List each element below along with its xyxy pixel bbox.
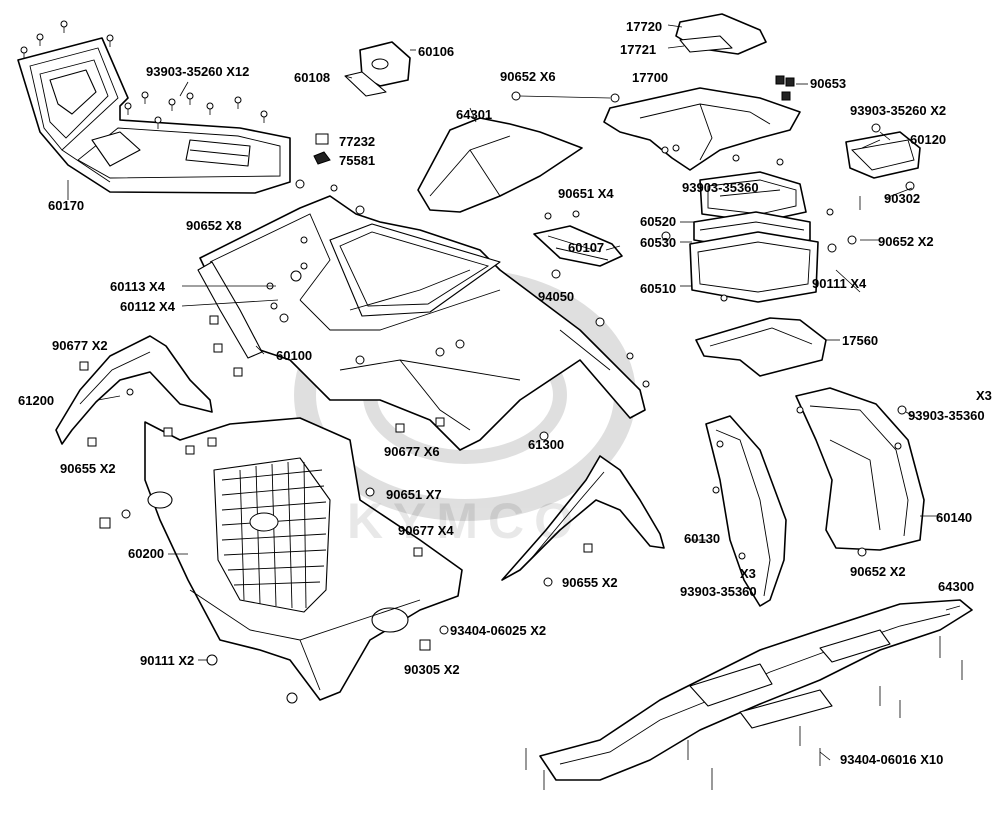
label-90655-x2-b: 90655 X2 xyxy=(562,575,618,590)
label-90677-x2: 90677 X2 xyxy=(52,338,108,353)
label-x3-b: X3 xyxy=(740,566,756,581)
label-60200: 60200 xyxy=(128,546,165,561)
plate-60107 xyxy=(533,210,623,279)
label-leaders xyxy=(97,75,961,761)
tail-light-60120 xyxy=(845,123,921,210)
tray-17560 xyxy=(695,317,827,377)
label-90652-x8: 90652 X8 xyxy=(186,218,242,233)
label-60130: 60130 xyxy=(684,531,721,546)
label-90677-x6: 90677 X6 xyxy=(384,444,440,459)
tail-cover-17700 xyxy=(511,87,801,171)
label-60510: 60510 xyxy=(640,281,677,296)
label-90111-x4: 90111 X4 xyxy=(812,276,867,291)
label-90651-x4: 90651 X4 xyxy=(558,186,614,201)
box-60510 xyxy=(661,158,857,303)
label-93903-35260-x12: 93903-35260 X12 xyxy=(146,64,250,79)
label-90302: 90302 xyxy=(884,191,921,206)
label-90677-x4: 90677 X4 xyxy=(398,523,454,538)
label-60106: 60106 xyxy=(418,44,455,59)
rear-rack-60170 xyxy=(17,37,291,194)
label-90653: 90653 xyxy=(810,76,847,91)
label-90305-x2: 90305 X2 xyxy=(404,662,460,677)
label-17721: 17721 xyxy=(620,42,657,57)
label-93404-06025-x2: 93404-06025 X2 xyxy=(450,623,547,638)
label-90655-x2-a: 90655 X2 xyxy=(60,461,116,476)
front-grille-60200 xyxy=(99,417,463,704)
label-93903-35360-a: 93903-35360 xyxy=(682,180,759,195)
label-93903-35260-x2: 93903-35260 X2 xyxy=(850,103,947,118)
label-90111-x2: 90111 X2 xyxy=(140,653,195,668)
label-77232: 77232 xyxy=(339,134,376,149)
side-panel-60140 xyxy=(795,387,925,557)
label-60530: 60530 xyxy=(640,235,677,250)
rack-screws xyxy=(20,20,268,200)
label-94050: 94050 xyxy=(538,289,575,304)
front-body-60100 xyxy=(199,195,646,451)
label-17720: 17720 xyxy=(626,19,663,34)
clips-90653 xyxy=(775,75,808,101)
label-93903-35360-c: 93903-35360 xyxy=(680,584,757,599)
pad-17720 xyxy=(667,13,767,55)
label-61200: 61200 xyxy=(18,393,55,408)
hood-64301 xyxy=(417,107,583,213)
label-64300: 64300 xyxy=(938,579,975,594)
label-60100: 60100 xyxy=(276,348,313,363)
label-90652-x2-b: 90652 X2 xyxy=(850,564,906,579)
label-90651-x7: 90651 X7 xyxy=(386,487,442,502)
label-60113-x4: 60113 X4 xyxy=(110,279,165,294)
label-17560: 17560 xyxy=(842,333,879,348)
floor-bolts xyxy=(525,636,963,790)
label-60170: 60170 xyxy=(48,198,85,213)
cover-60106 xyxy=(344,41,416,97)
box-60520 xyxy=(699,171,807,223)
label-90652-x2-a: 90652 X2 xyxy=(878,234,934,249)
label-75581: 75581 xyxy=(339,153,376,168)
fasteners-77232 xyxy=(313,133,331,165)
misc-fasteners xyxy=(209,144,680,441)
label-64301: 64301 xyxy=(456,107,493,122)
label-60520: 60520 xyxy=(640,214,677,229)
label-60112-x4: 60112 X4 xyxy=(120,299,175,314)
label-60140: 60140 xyxy=(936,510,973,525)
label-60107: 60107 xyxy=(568,240,605,255)
label-60108: 60108 xyxy=(294,70,331,85)
label-17700: 17700 xyxy=(632,70,669,85)
watermark-text: KYMCO xyxy=(346,493,584,549)
label-61300: 61300 xyxy=(528,437,565,452)
left-fender-61200 xyxy=(55,335,213,447)
label-93404-06016-x10: 93404-06016 X10 xyxy=(840,752,944,767)
label-60120: 60120 xyxy=(910,132,947,147)
label-x3-a: X3 xyxy=(976,388,992,403)
side-panel-60130 xyxy=(705,415,787,607)
label-93903-35360-b: 93903-35360 xyxy=(908,408,985,423)
label-90652-x6: 90652 X6 xyxy=(500,69,556,84)
floor-plate-64300 xyxy=(525,599,973,790)
right-fender-61300 xyxy=(501,455,665,587)
